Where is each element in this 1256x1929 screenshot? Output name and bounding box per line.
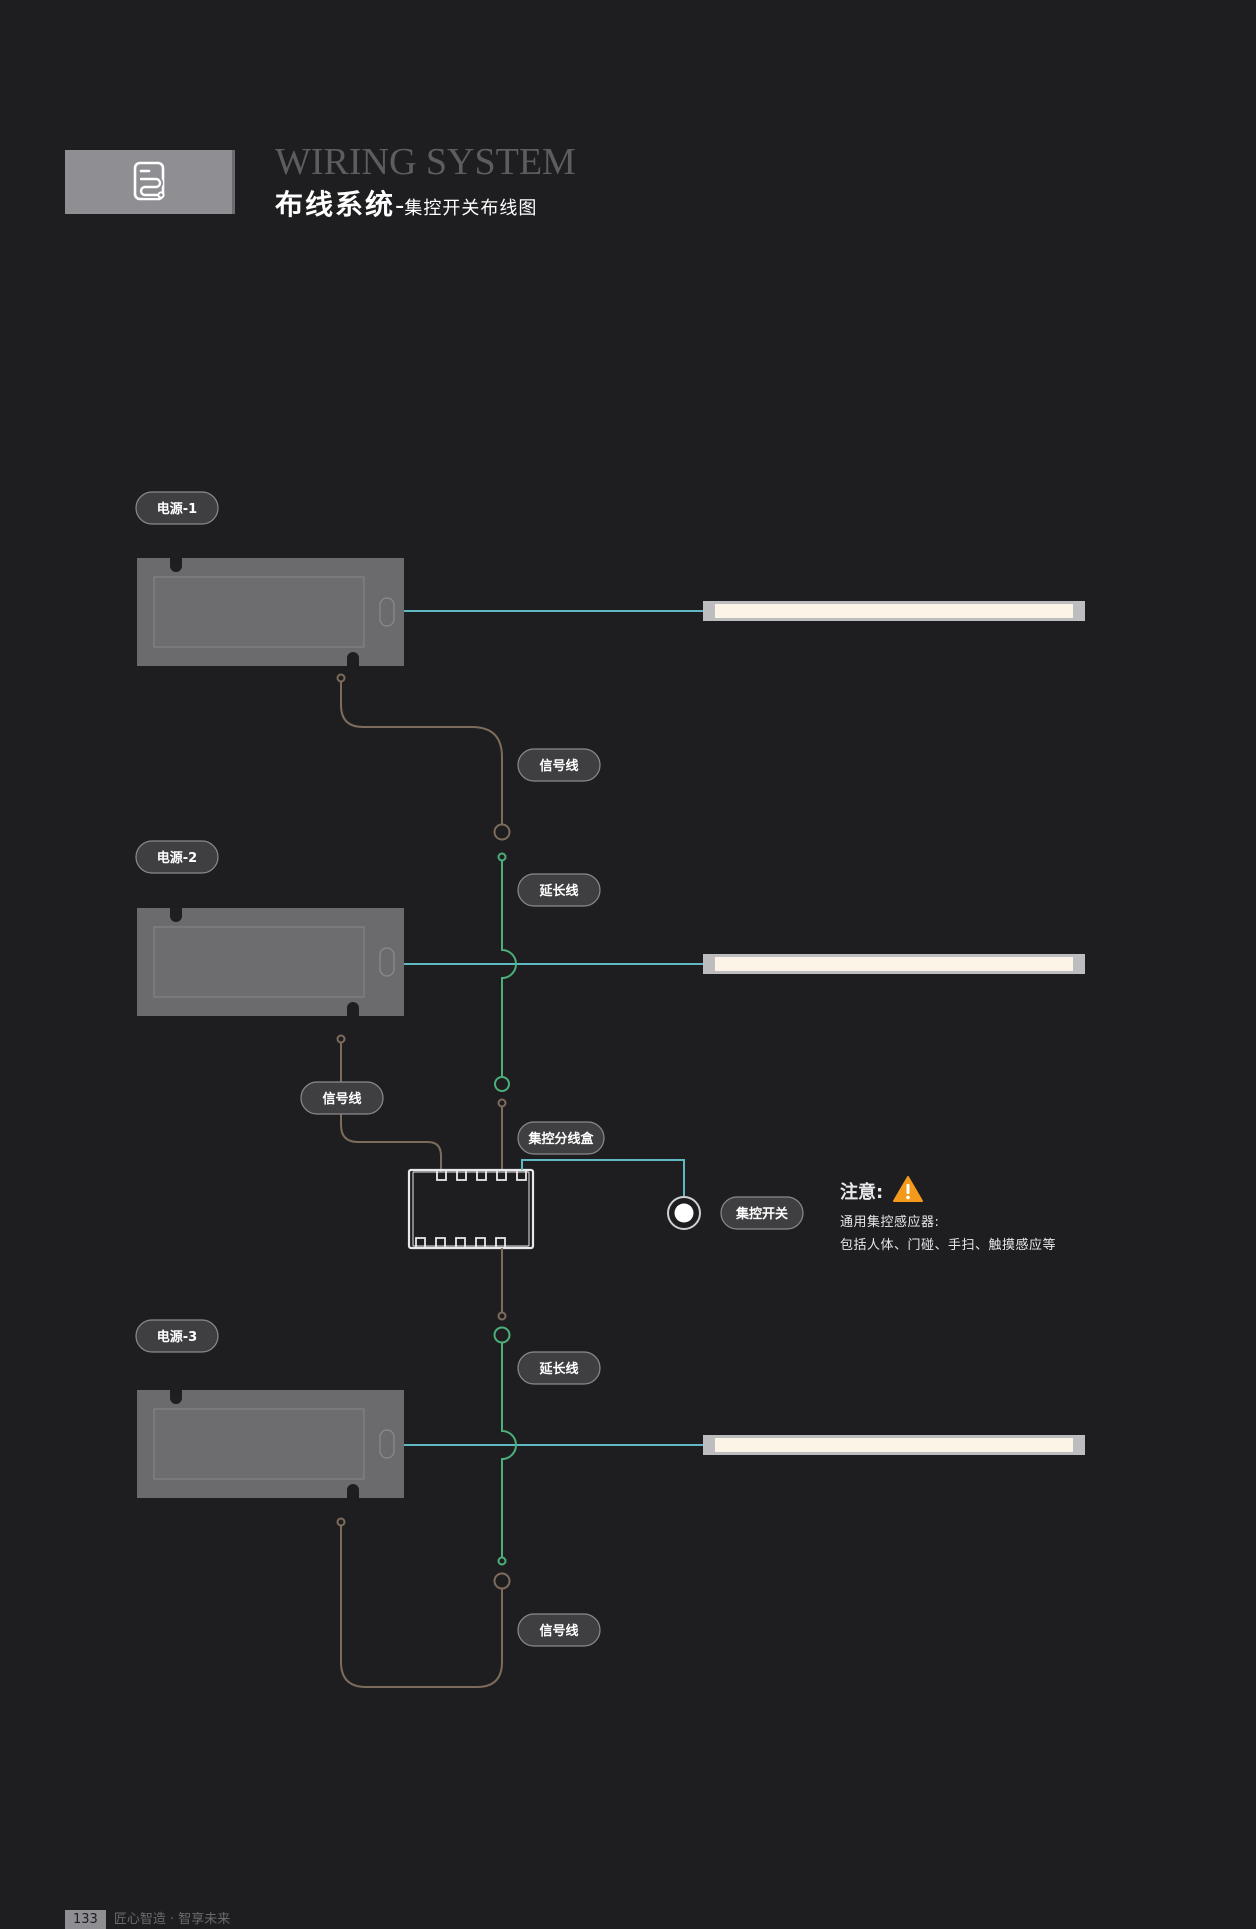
extension-line-2: [493, 1326, 517, 1566]
svg-text:信号线: 信号线: [322, 1091, 361, 1107]
label-signal-wire-3: 信号线: [517, 1613, 601, 1647]
label-signal-wire-1: 信号线: [517, 748, 601, 782]
signal-line-1: [336, 673, 511, 841]
label-signal-wire-2: 信号线: [300, 1081, 384, 1115]
svg-text:信号线: 信号线: [539, 1623, 578, 1639]
note-title: 注意:: [840, 1182, 884, 1203]
junction-output-wire: [497, 1248, 507, 1321]
label-extension-wire-2: 延长线: [517, 1351, 601, 1385]
page-number: 133: [65, 1910, 106, 1929]
power-supply-2: [136, 907, 405, 1017]
signal-line-2: [336, 1034, 442, 1172]
label-power-3: 电源-3: [135, 1319, 219, 1353]
label-control-switch: 集控开关: [720, 1196, 804, 1230]
power-supply-1: [136, 557, 405, 667]
title-cn-sub: 集控开关布线图: [404, 198, 538, 219]
switch-line: [521, 1159, 685, 1196]
svg-text:电源-1: 电源-1: [157, 501, 197, 517]
control-switch-icon: [667, 1196, 701, 1230]
title-english: WIRING SYSTEM: [275, 141, 576, 183]
label-power-2: 电源-2: [135, 840, 219, 874]
led-strip-3: [703, 1435, 1085, 1455]
svg-text:集控分线盒: 集控分线盒: [527, 1131, 594, 1147]
title-chinese: 布线系统-集控开关布线图: [275, 183, 537, 223]
note-block: 注意: 通用集控感应器: 包括人体、门碰、手扫、触摸感应等: [840, 1175, 1056, 1253]
title-cn-dash: -: [395, 191, 405, 221]
extension-line-1: [494, 852, 517, 1092]
label-extension-wire-1: 延长线: [517, 873, 601, 907]
svg-text:电源-2: 电源-2: [157, 850, 197, 866]
note-line-1: 通用集控感应器:: [840, 1215, 940, 1230]
led-strip-2: [703, 954, 1085, 974]
junction-input-wire: [497, 1098, 507, 1170]
header-icon-box: [65, 150, 235, 214]
warning-triangle-icon: [892, 1175, 924, 1207]
signal-line-3: [336, 1517, 511, 1688]
footer-text: 匠心智造 · 智享未来: [113, 1912, 231, 1927]
svg-text:延长线: 延长线: [538, 1361, 578, 1377]
svg-text:电源-3: 电源-3: [157, 1329, 197, 1345]
junction-box: [407, 1168, 535, 1250]
label-power-1: 电源-1: [135, 491, 219, 525]
title-cn-main: 布线系统: [275, 188, 396, 221]
svg-text:延长线: 延长线: [538, 883, 578, 899]
led-strip-1: [703, 601, 1085, 621]
svg-text:信号线: 信号线: [539, 758, 578, 774]
label-junction-box: 集控分线盒: [517, 1121, 605, 1155]
wiring-doc-icon: [133, 161, 165, 201]
note-line-2: 包括人体、门碰、手扫、触摸感应等: [840, 1238, 1057, 1253]
power-supply-3: [136, 1389, 405, 1499]
svg-text:集控开关: 集控开关: [735, 1206, 788, 1222]
